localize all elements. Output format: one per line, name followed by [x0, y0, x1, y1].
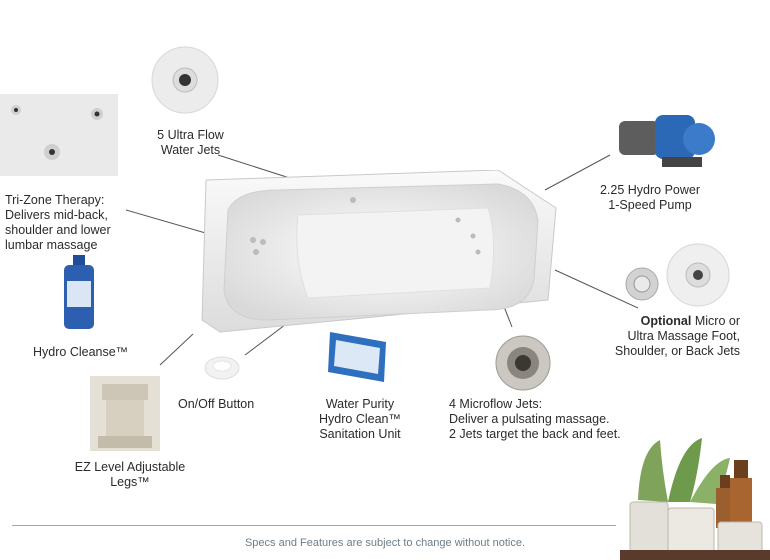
bathtub-image — [201, 170, 557, 333]
water-purity-label: Water Purity Hydro Clean™ Sanitation Uni… — [319, 397, 401, 441]
footer-rule — [12, 525, 616, 526]
ultra-flow-jet-image — [151, 46, 219, 114]
water-purity-unit-image — [328, 332, 386, 382]
herbs-jars-image — [620, 438, 770, 560]
hydro-cleanse-bottle-image — [64, 255, 94, 329]
ez-level-legs-image — [90, 376, 160, 451]
ultra-massage-jet-image — [666, 243, 730, 307]
microflow-label: 4 Microflow Jets: Deliver a pulsating ma… — [449, 397, 621, 441]
tri-zone-label: Tri-Zone Therapy: Delivers mid-back, sho… — [5, 193, 111, 252]
hydro-cleanse-label: Hydro Cleanse™ — [33, 345, 129, 359]
optional-jets-label: Optional Micro or Ultra Massage Foot, Sh… — [614, 314, 740, 358]
pump-label: 2.25 Hydro Power 1-Speed Pump — [599, 183, 701, 212]
ez-level-label: EZ Level Adjustable Legs™ — [74, 460, 186, 489]
on-off-label: On/Off Button — [178, 397, 255, 411]
ultra-flow-label: 5 Ultra Flow Water Jets — [157, 128, 224, 157]
microflow-jet-image — [495, 335, 551, 391]
footer-notice: Specs and Features are subject to change… — [244, 537, 526, 549]
micro-jet-image — [625, 267, 659, 301]
tri-zone-jets-image — [0, 94, 118, 176]
on-off-button-image — [204, 356, 240, 380]
pump-image — [619, 115, 715, 167]
